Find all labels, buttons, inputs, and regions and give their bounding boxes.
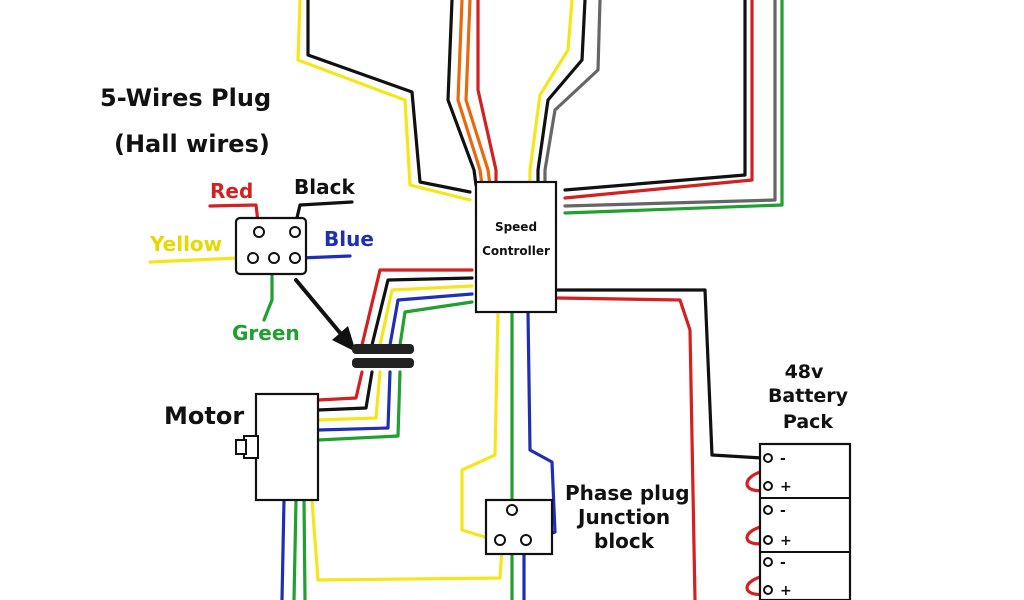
phase-junction-block [484, 498, 554, 556]
hall-pin-red [253, 226, 265, 238]
hall-pin-yellow [247, 252, 259, 264]
label-green: Green [232, 321, 300, 345]
phase-label-line3: block [594, 529, 655, 553]
battery-sign-1-pos: + [780, 479, 792, 495]
wire-plug-red [208, 203, 260, 224]
hall-pin-green [268, 252, 280, 264]
wire-plug-yellow [148, 256, 240, 264]
wire-right-red-loop [563, 0, 754, 200]
wire-hall-red [360, 268, 474, 347]
battery-pack: - + - + - + [758, 442, 852, 600]
hall-plug-title: 5-Wires Plug [100, 84, 271, 112]
wire-motor-phase-blue [280, 498, 286, 600]
hall-plug-subtitle: (Hall wires) [114, 130, 270, 158]
hall-pin-blue [289, 252, 301, 264]
wire-battery-red [556, 296, 697, 600]
wire-right-green-loop [563, 0, 784, 215]
junction-terminal-3 [520, 534, 532, 546]
battery-sign-1-neg: - [780, 451, 786, 467]
battery-sign-2-pos: + [780, 533, 792, 549]
wires [148, 0, 784, 600]
wire-motor-green [316, 370, 402, 442]
wire-hall-yellow [378, 284, 474, 347]
junction-terminal-2 [494, 534, 506, 546]
wire-top-gray [543, 0, 602, 187]
wire-top-black-mid [446, 0, 478, 187]
connector-arrow [294, 278, 356, 352]
wire-plug-blue [298, 254, 352, 260]
label-yellow: Yellow [149, 232, 222, 256]
phase-label-line1: Phase plug [565, 481, 690, 505]
battery-terminal-1-neg [763, 453, 773, 463]
battery-terminal-1-pos [763, 481, 773, 491]
battery-label-line3: Pack [783, 411, 833, 433]
hall-plug [234, 216, 308, 276]
wire-hall-black [370, 276, 474, 347]
wire-motor-red [316, 370, 364, 402]
label-blue: Blue [324, 227, 374, 251]
wire-battery-black [556, 288, 764, 460]
wire-motor-phase-green-2 [302, 498, 307, 600]
battery-terminal-3-pos [763, 585, 773, 595]
battery-terminal-3-neg [763, 557, 773, 567]
wire-top-orange-2 [464, 0, 492, 187]
battery-terminal-2-pos [763, 535, 773, 545]
label-motor: Motor [164, 402, 244, 430]
inline-connector [352, 344, 414, 368]
wire-motor-black [316, 370, 374, 412]
wire-top-yellow-right [528, 0, 574, 187]
wire-hall-green [398, 300, 474, 347]
junction-terminal-1 [506, 504, 518, 516]
hall-pin-black [289, 226, 301, 238]
battery-label-line1: 48v [785, 361, 824, 383]
controller-label-line2: Controller [482, 244, 550, 258]
wire-motor-phase-yellow [310, 498, 504, 582]
controller-label-line1: Speed [495, 220, 537, 234]
wire-right-gray-loop [563, 0, 777, 208]
wire-right-black-loop [563, 0, 747, 192]
battery-sign-3-neg: - [780, 555, 786, 571]
wire-top-orange [456, 0, 484, 187]
battery-sign-3-pos: + [780, 583, 792, 599]
wire-top-black-right [536, 0, 587, 187]
labels: 5-Wires Plug (Hall wires) Red Black Yell… [100, 84, 849, 553]
speed-controller: Speed Controller [474, 180, 558, 314]
wire-motor-yellow [316, 370, 382, 422]
wire-motor-phase-green [292, 498, 298, 600]
wire-phase-yellow [460, 310, 500, 540]
battery-label-line2: Battery [768, 385, 849, 407]
battery-terminal-2-neg [763, 505, 773, 515]
label-red: Red [210, 179, 253, 203]
phase-label-line2: Junction [576, 505, 670, 529]
wire-motor-blue [316, 370, 392, 432]
wire-hall-blue [388, 292, 474, 347]
label-black: Black [294, 175, 355, 199]
wire-plug-black [294, 200, 354, 224]
wire-top-yellow-left [296, 0, 472, 202]
wire-top-red-mid [476, 0, 498, 187]
motor [235, 392, 320, 502]
wire-top-black-left [306, 0, 472, 194]
battery-sign-2-neg: - [780, 503, 786, 519]
